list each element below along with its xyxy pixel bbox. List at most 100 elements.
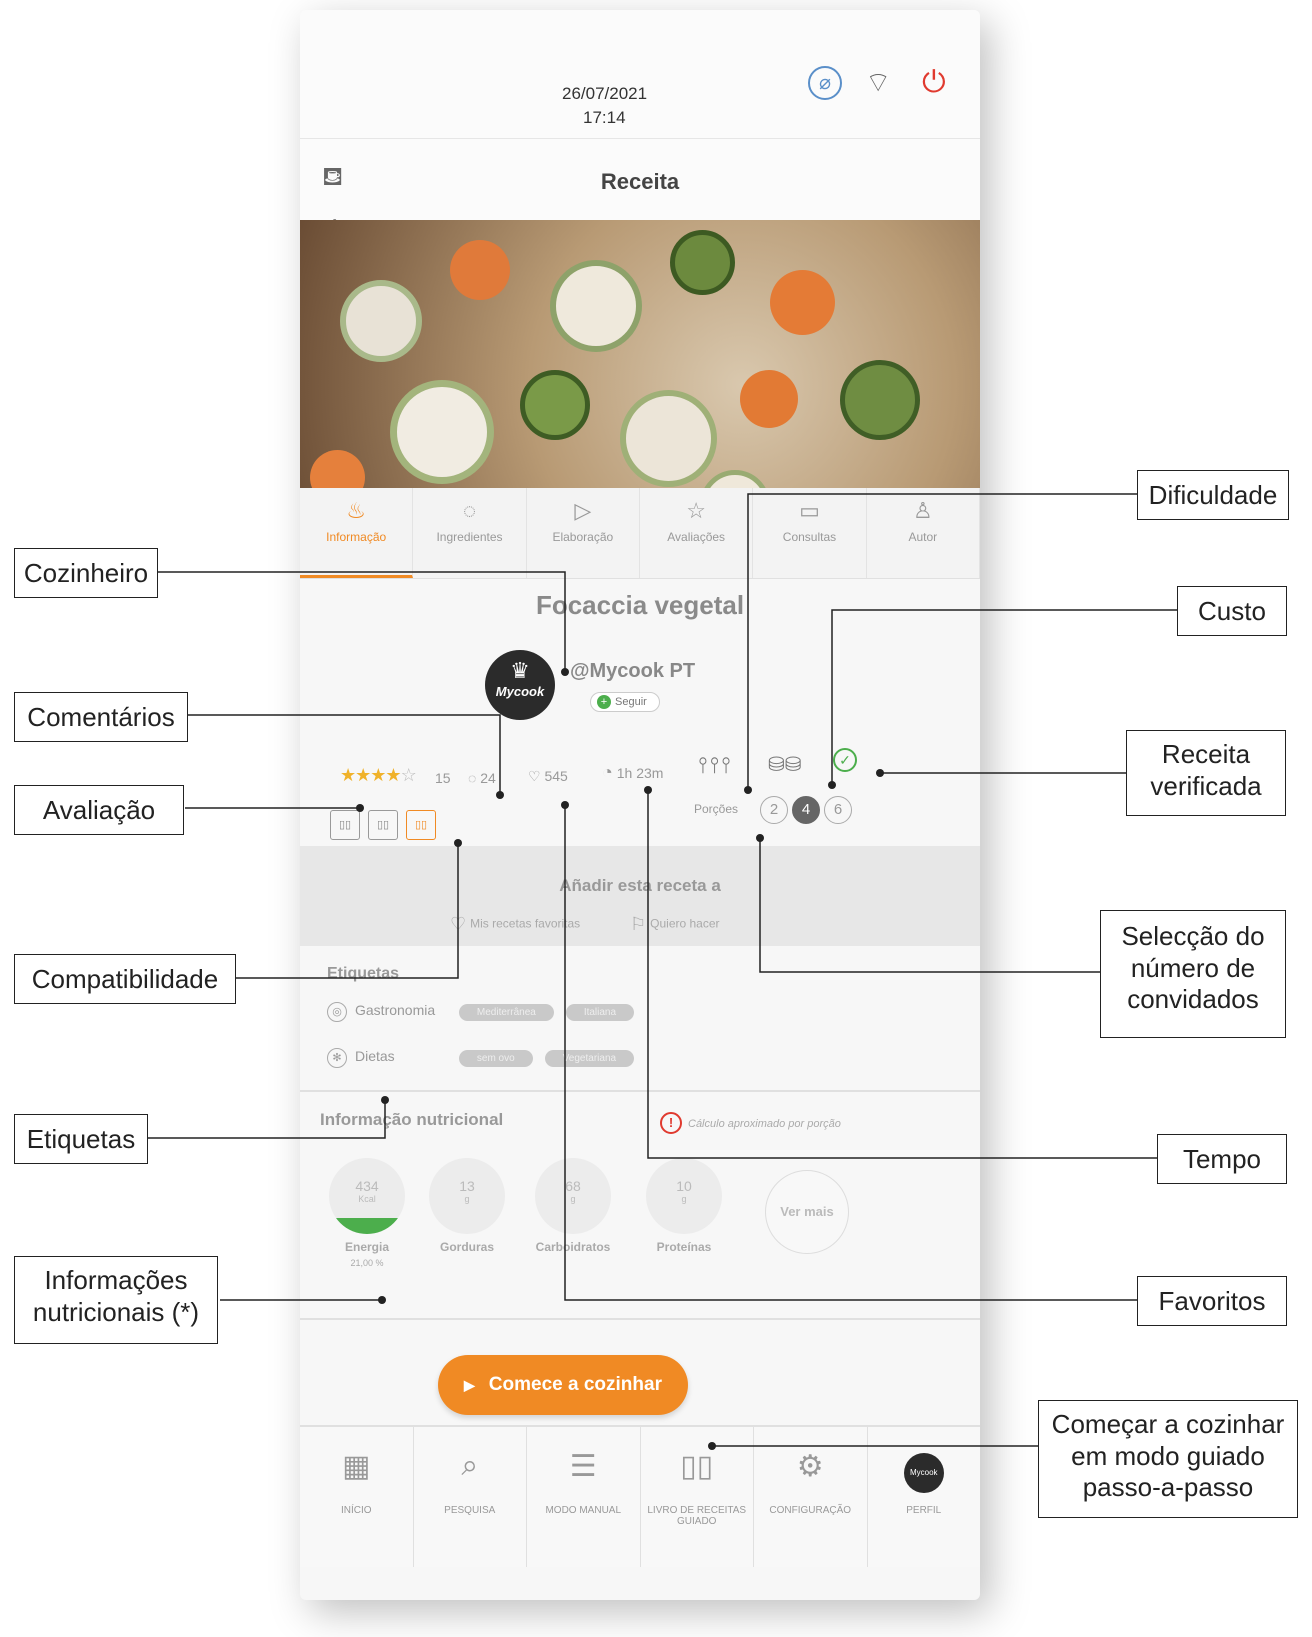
callout-receita-verificada: Receita verificada bbox=[1126, 730, 1286, 816]
profile-avatar-icon: Mycook bbox=[868, 1449, 981, 1501]
tab-ingredientes[interactable]: ◌ Ingredientes bbox=[413, 488, 527, 578]
leader-line bbox=[564, 805, 1137, 1301]
star-filled-icon: ★ bbox=[355, 765, 371, 785]
play-icon: ▶ bbox=[464, 1377, 475, 1393]
leader-line bbox=[158, 571, 566, 672]
add-recipe-panel: Añadir esta receta a ♡Mis recetas favori… bbox=[300, 846, 980, 946]
vegetable-slice bbox=[390, 380, 494, 484]
sliders-icon: ☰ bbox=[569, 1450, 597, 1483]
callout-comentarios: Comentários bbox=[14, 692, 188, 742]
nutrient-circle: 10 g bbox=[646, 1158, 722, 1234]
see-more-button[interactable]: Ver mais bbox=[765, 1170, 849, 1254]
leader-dot bbox=[356, 804, 364, 812]
person-icon: ♙ bbox=[912, 498, 933, 523]
callout-compatibilidade: Compatibilidade bbox=[14, 954, 236, 1004]
nav-pesquisa[interactable]: ⌕ PESQUISA bbox=[414, 1427, 527, 1567]
wifi-icon[interactable]: ⌔ bbox=[865, 67, 892, 98]
power-icon[interactable]: ⏻ bbox=[922, 66, 946, 99]
diet-icon: ✻ bbox=[327, 1048, 347, 1068]
callout-tempo: Tempo bbox=[1157, 1134, 1287, 1184]
nutrient-circle: 434 Kcal bbox=[329, 1158, 405, 1234]
vegetable-slice bbox=[450, 240, 510, 300]
chef-hat-icon: ♛ bbox=[510, 658, 530, 683]
nav-modo-manual[interactable]: ☰ MODO MANUAL bbox=[527, 1427, 641, 1567]
author-username[interactable]: @Mycook PT bbox=[570, 660, 696, 682]
tag-chip[interactable]: Italiana bbox=[565, 1004, 635, 1021]
nav-inicio[interactable]: ▦ INÍCIO bbox=[300, 1427, 414, 1567]
vegetable-slice bbox=[340, 280, 422, 362]
portion-option-4[interactable]: 4 bbox=[792, 796, 820, 824]
star-filled-icon: ★ bbox=[340, 765, 356, 785]
apple-icon: ◌ bbox=[462, 498, 477, 523]
add-recipe-title: Añadir esta receta a bbox=[559, 876, 721, 895]
leader-line bbox=[188, 714, 501, 795]
status-date: 26/07/2021 bbox=[562, 84, 648, 103]
leader-dot bbox=[378, 1296, 386, 1304]
leader-dot bbox=[496, 791, 504, 799]
rating-stars[interactable]: ★★★★☆ bbox=[340, 765, 417, 786]
tab-informacao[interactable]: ♨ Informação bbox=[300, 488, 414, 578]
tab-autor[interactable]: ♙ Autor bbox=[867, 488, 980, 578]
portion-option-2[interactable]: 2 bbox=[760, 796, 788, 824]
nav-livro-receitas[interactable]: ▯▯ LIVRO DE RECEITAS GUIADO bbox=[641, 1427, 754, 1567]
tag-chip[interactable]: Mediterrânea bbox=[458, 1004, 554, 1021]
vegetable-slice bbox=[670, 230, 735, 295]
status-bar: 26/07/2021 17:14 ⌀ ⌔ ⏻ bbox=[300, 10, 980, 138]
portions-label: Porções bbox=[694, 802, 739, 816]
nav-perfil[interactable]: Mycook PERFIL bbox=[868, 1427, 981, 1567]
callout-informacoes-nutricionais: Informações nutricionais (*) bbox=[14, 1256, 218, 1344]
warning-icon: ! bbox=[660, 1112, 682, 1134]
star-filled-icon: ★ bbox=[385, 765, 401, 785]
portion-option-6[interactable]: 6 bbox=[824, 796, 852, 824]
bottom-navigation: ▦ INÍCIO ⌕ PESQUISA ☰ MODO MANUAL ▯▯ LIV… bbox=[300, 1425, 980, 1567]
favorites-count[interactable]: ♡ 545 bbox=[528, 768, 568, 784]
leader-dot bbox=[454, 839, 462, 847]
star-empty-icon: ☆ bbox=[400, 765, 417, 785]
divider bbox=[300, 1318, 980, 1320]
nav-configuracao[interactable]: ⚙ CONFIGURAÇÃO bbox=[754, 1427, 868, 1567]
play-icon: ▷ bbox=[574, 498, 592, 523]
blender-jar-icon[interactable]: ⛾ bbox=[322, 161, 344, 191]
author-avatar[interactable]: ♛ Mycook bbox=[485, 650, 555, 720]
verified-check-icon: ✓ bbox=[833, 748, 857, 772]
gastronomy-icon: ◎ bbox=[327, 1002, 347, 1022]
comments-count[interactable]: ◌ 24 bbox=[468, 770, 496, 786]
tab-consultas[interactable]: ▭ Consultas bbox=[753, 488, 867, 578]
difficulty-utensils-icon: ⫯⫯⫯ bbox=[698, 752, 733, 777]
no-sync-icon[interactable]: ⌀ bbox=[808, 66, 842, 100]
start-cooking-button[interactable]: ▶Comece a cozinhar bbox=[438, 1355, 688, 1415]
nutrient-circle: 13 g bbox=[429, 1158, 505, 1234]
nutrient-carboidratos: 68 g Carboidratos bbox=[534, 1158, 612, 1254]
recipe-title: Focaccia vegetal bbox=[535, 590, 745, 620]
nutrient-gorduras: 13 g Gorduras bbox=[428, 1158, 506, 1254]
pot-icon: ♨ bbox=[346, 498, 367, 523]
nutrition-note: !Cálculo aproximado por porção bbox=[660, 1112, 841, 1134]
leader-dot bbox=[876, 769, 884, 777]
tablet-screen: 26/07/2021 17:14 ⌀ ⌔ ⏻ ⛾ Receita ‹ ♨ Inf… bbox=[300, 10, 980, 1600]
callout-etiquetas: Etiquetas bbox=[14, 1114, 148, 1164]
follow-button[interactable]: +Seguir bbox=[590, 692, 660, 712]
tag-chip[interactable]: sem ovo bbox=[458, 1050, 533, 1067]
mycook-model-icon: ▯▯ bbox=[406, 810, 436, 840]
callout-cozinheiro: Cozinheiro bbox=[14, 548, 158, 598]
callout-favoritos: Favoritos bbox=[1137, 1276, 1287, 1326]
leader-line bbox=[647, 790, 1157, 1159]
mycook-model-icon: ▯▯ bbox=[330, 810, 360, 840]
book-icon: ▯▯ bbox=[680, 1450, 714, 1483]
heart-icon: ♡ bbox=[528, 768, 541, 784]
callout-comecar-cozinhar: Começar a cozinhar em modo guiado passo-… bbox=[1038, 1400, 1298, 1518]
add-wishlist-button[interactable]: ⚐Quiero hacer bbox=[630, 914, 720, 934]
tab-elaboracao[interactable]: ▷ Elaboração bbox=[527, 488, 640, 578]
callout-avaliacao: Avaliação bbox=[14, 785, 184, 835]
callout-seleccao-convidados: Selecção do número de convidados bbox=[1100, 910, 1286, 1038]
vegetable-slice bbox=[770, 270, 835, 335]
gear-icon: ⚙ bbox=[796, 1450, 824, 1483]
nutrient-energia: 434 Kcal Energia 21,00 % bbox=[328, 1158, 406, 1268]
vegetable-slice bbox=[740, 370, 798, 428]
tab-avaliacoes[interactable]: ☆ Avaliações bbox=[640, 488, 754, 578]
vegetable-slice bbox=[620, 390, 717, 487]
tag-chip[interactable]: Vegetariana bbox=[544, 1050, 635, 1067]
chat-icon: ▭ bbox=[799, 498, 820, 523]
search-icon: ⌕ bbox=[461, 1449, 479, 1482]
